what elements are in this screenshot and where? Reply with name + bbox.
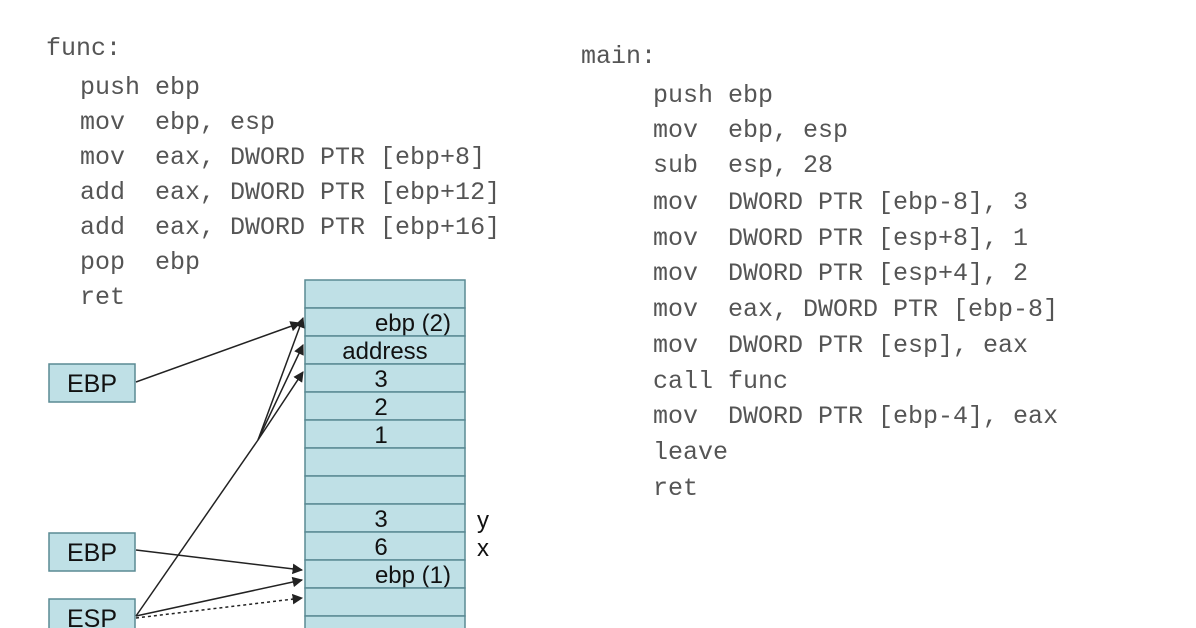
code-line: mov eax, DWORD PTR [ebp+8]	[80, 143, 486, 172]
registers: EBP EBP ESP	[48, 363, 136, 628]
code-line: push ebp	[80, 73, 201, 102]
esp-arrow-long	[135, 439, 259, 617]
code-line: mov eax, DWORD PTR [ebp-8]	[653, 295, 1059, 324]
main-label: main:	[581, 42, 657, 71]
stack-cell-label: 2	[374, 394, 387, 421]
code-line: add eax, DWORD PTR [ebp+16]	[80, 213, 501, 242]
main-code: main: push ebp mov ebp, esp sub esp, 28 …	[581, 42, 1058, 503]
code-line: leave	[653, 438, 729, 467]
stack-cell-label: 1	[374, 422, 387, 449]
stack-cell-label: ebp (1)	[375, 562, 451, 589]
code-line: push ebp	[653, 81, 774, 110]
stack-variable-label: y	[477, 507, 489, 534]
register-label: EBP	[67, 370, 117, 398]
stack-cell	[304, 615, 466, 628]
code-line: pop ebp	[80, 248, 201, 277]
func-label: func:	[46, 34, 122, 63]
stack-cell	[304, 587, 466, 617]
stack-cell	[304, 363, 466, 393]
code-line: mov DWORD PTR [esp+4], 2	[653, 259, 1029, 288]
esp-arrow-branch-1	[257, 317, 305, 441]
stack-side-labels: yx	[477, 507, 489, 562]
stack-cell	[304, 279, 466, 309]
esp-arrow-dotted	[135, 593, 304, 619]
esp-arrow-branch-2	[257, 344, 304, 441]
code-line: sub esp, 28	[653, 151, 834, 180]
stack-variable-label: x	[477, 535, 489, 562]
code-line: mov DWORD PTR [esp+8], 1	[653, 224, 1029, 253]
code-line: ret	[653, 474, 699, 503]
code-line: mov ebp, esp	[80, 108, 276, 137]
code-line: call func	[653, 367, 789, 396]
register-box	[48, 363, 136, 403]
stack-cell-label: address	[342, 338, 427, 365]
stack-cell-label: 3	[374, 506, 387, 533]
register-box	[48, 598, 136, 628]
code-line: mov DWORD PTR [esp], eax	[653, 331, 1029, 360]
ebp-top-arrow	[135, 321, 301, 383]
stack-cell	[304, 559, 466, 589]
stack-cell	[304, 475, 466, 505]
stack-cell-label: 6	[374, 534, 387, 561]
stack-cell-label: ebp (2)	[375, 310, 451, 337]
stack-cell	[304, 447, 466, 477]
stack-cell-label: 3	[374, 366, 387, 393]
esp-arrow-branch-3	[257, 371, 304, 441]
stack-cell	[304, 419, 466, 449]
func-code: func: push ebp mov ebp, esp mov eax, DWO…	[46, 34, 500, 312]
stack-cell	[304, 503, 466, 533]
code-line: mov DWORD PTR [ebp-8], 3	[653, 188, 1029, 217]
code-line: ret	[80, 283, 126, 312]
register-label: ESP	[67, 605, 117, 628]
esp-arrow-to-ebp1	[135, 576, 304, 617]
code-line: add eax, DWORD PTR [ebp+12]	[80, 178, 501, 207]
ebp-bottom-arrow	[135, 549, 304, 575]
code-line: mov DWORD PTR [ebp-4], eax	[653, 402, 1059, 431]
register-label: EBP	[67, 539, 117, 567]
code-line: mov ebp, esp	[653, 116, 849, 145]
stack-cell	[304, 307, 466, 337]
register-box	[48, 532, 136, 572]
stack-cell	[304, 335, 466, 365]
